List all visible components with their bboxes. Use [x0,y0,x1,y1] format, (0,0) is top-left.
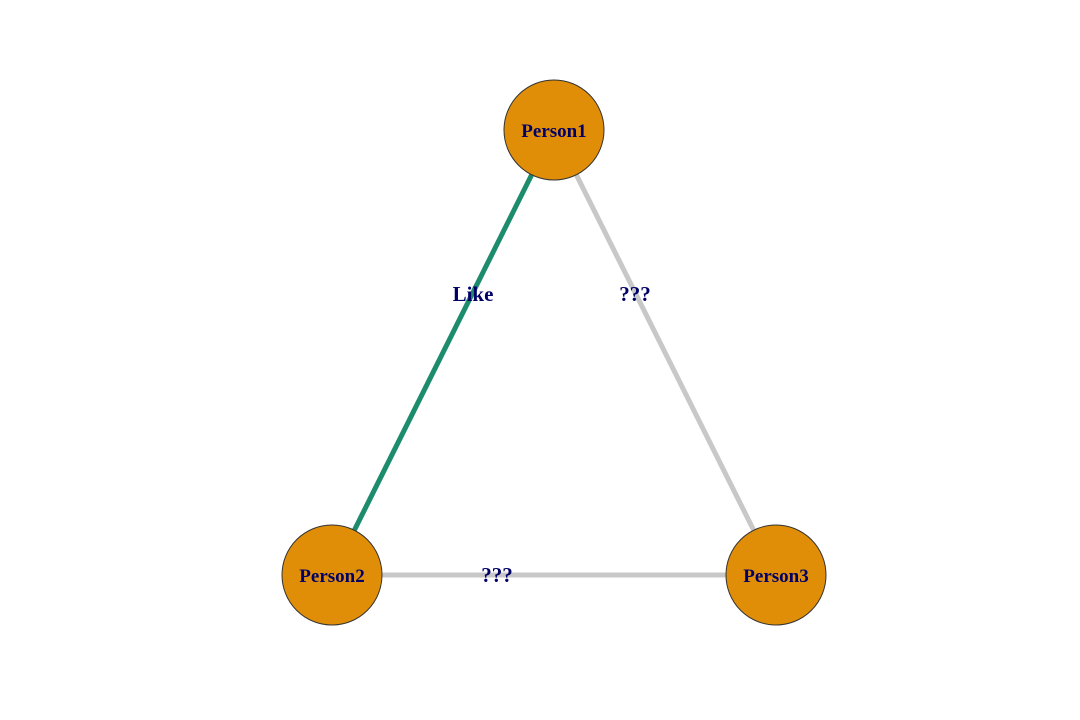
node-person1[interactable]: Person1 [503,79,605,181]
node-label: Person3 [743,566,808,587]
edge-label-p1-p3: ??? [619,282,651,306]
node-label: Person2 [299,566,364,587]
edge-like [329,128,557,577]
node-circle [725,524,827,626]
node-label: Person1 [521,121,586,142]
node-circle [503,79,605,181]
edge-unknown-p1-p3 [551,128,779,577]
node-person3[interactable]: Person3 [725,524,827,626]
edge-label-p2-p3: ??? [481,563,513,587]
edge-label-like: Like [453,282,494,306]
node-circle [281,524,383,626]
node-person2[interactable]: Person2 [281,524,383,626]
